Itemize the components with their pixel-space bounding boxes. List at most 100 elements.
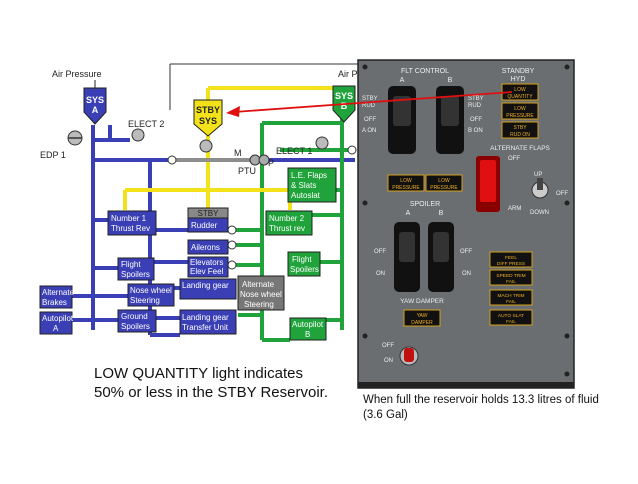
svg-text:ON: ON [462, 271, 471, 277]
red-arrow [226, 91, 513, 117]
svg-text:A: A [406, 210, 411, 217]
ground-spoilers-box: Ground Spoilers [117, 309, 157, 333]
svg-text:LOW: LOW [514, 87, 526, 93]
svg-text:Thrust Rev: Thrust Rev [111, 224, 150, 233]
svg-text:Spoilers: Spoilers [121, 270, 150, 279]
svg-text:ARM: ARM [508, 206, 521, 212]
svg-text:LOW: LOW [438, 178, 450, 184]
svg-text:Elevators: Elevators [190, 258, 223, 267]
flight-spoilers-a-box: Flight Spoilers [117, 257, 155, 281]
stby-sys-label-2: SYS [199, 116, 217, 126]
sys-b-label-1: SYS [335, 91, 353, 101]
svg-text:YAW DAMPER: YAW DAMPER [400, 298, 444, 305]
svg-text:FEEL: FEEL [505, 255, 517, 261]
svg-text:RUD ON: RUD ON [510, 132, 530, 138]
alt-nose-box: Alternate Nose wheel Steering [237, 275, 285, 311]
alt-brakes-box: Alternate Brakes [39, 285, 75, 309]
svg-text:OFF: OFF [460, 249, 472, 255]
mach-trim-fail-light: MACH TRIM FAIL [489, 289, 533, 306]
svg-text:OFF: OFF [508, 156, 520, 162]
svg-text:Thrust rev: Thrust rev [269, 224, 305, 233]
yaw-damper-light: YAW DAMPER [403, 309, 441, 327]
svg-text:Steering: Steering [130, 296, 160, 305]
svg-text:STBY: STBY [362, 96, 378, 102]
flt-control-a-switch[interactable] [388, 86, 416, 154]
svg-text:FAIL: FAIL [506, 279, 516, 285]
svg-text:Landing gear: Landing gear [182, 281, 229, 290]
flight-spoilers-b-box: Flight Spoilers [287, 251, 321, 277]
svg-text:B: B [305, 330, 310, 339]
spoiler-a-switch[interactable] [394, 222, 420, 292]
stby-sys-label-1: STBY [196, 105, 220, 115]
caption-low-quantity: LOW QUANTITY light indicates 50% or less… [94, 365, 328, 401]
svg-text:QUANTITY: QUANTITY [507, 94, 533, 100]
stby-column: STBY [187, 207, 229, 219]
flt-control-label: FLT CONTROL [401, 68, 449, 75]
svg-text:A: A [400, 77, 405, 84]
svg-text:Steering: Steering [244, 300, 274, 309]
svg-text:Spoilers: Spoilers [290, 265, 319, 274]
ailerons-box: Ailerons [187, 239, 229, 255]
svg-text:B ON: B ON [468, 128, 483, 134]
svg-text:PRESSURE: PRESSURE [430, 185, 458, 191]
alternate-flaps-arm-switch[interactable] [476, 156, 500, 212]
autopilot-a-box: Autopilot A [39, 311, 74, 335]
svg-text:Flight: Flight [292, 255, 312, 264]
svg-text:Spoilers: Spoilers [121, 322, 150, 331]
le-flaps-box: L.E. Flaps & Slats Autoslat [287, 167, 337, 203]
ptu-p-label: P [268, 158, 274, 168]
spoiler-b-switch[interactable] [428, 222, 454, 292]
stby-pump [199, 139, 213, 153]
svg-text:PRESSURE: PRESSURE [392, 185, 420, 191]
flt-control-b-switch[interactable] [436, 86, 464, 154]
svg-text:FAIL: FAIL [506, 299, 516, 305]
svg-text:FAIL: FAIL [506, 319, 516, 325]
valves [145, 145, 357, 270]
auto-slat-fail-light: AUTO SLAT FAIL [489, 309, 533, 326]
feel-diff-press-light: FEEL DIFF PRESS [489, 251, 533, 268]
svg-text:ON: ON [384, 358, 393, 364]
svg-text:RUD: RUD [468, 103, 482, 109]
sys-a-reservoir: SYS A [83, 87, 107, 125]
svg-text:UP: UP [534, 172, 542, 178]
svg-text:PRESSURE: PRESSURE [506, 113, 534, 119]
low-pressure-light-b: LOW PRESSURE [425, 174, 463, 192]
svg-text:Nose wheel: Nose wheel [240, 290, 282, 299]
autopilot-b-box: Autopilot B [289, 317, 327, 341]
svg-text:ALTERNATE FLAPS: ALTERNATE FLAPS [490, 145, 550, 152]
svg-text:STBY: STBY [198, 209, 220, 218]
svg-text:STBY: STBY [468, 96, 484, 102]
svg-text:Autopilot: Autopilot [42, 314, 74, 323]
svg-text:ON: ON [376, 271, 385, 277]
ptu-m-label: M [234, 148, 242, 158]
stby-reservoir: STBY SYS [193, 99, 223, 137]
caption-reservoir-capacity: When full the reservoir holds 13.3 litre… [363, 394, 599, 421]
svg-text:LOW: LOW [400, 178, 412, 184]
alternate-flaps-toggle[interactable] [531, 178, 549, 199]
speed-trim-fail-light: SPEED TRIM FAIL [489, 269, 533, 286]
svg-text:DIFF PRESS: DIFF PRESS [497, 261, 525, 267]
yaw-damper-switch[interactable] [399, 346, 419, 366]
svg-text:& Slats: & Slats [291, 181, 316, 190]
svg-text:HYD: HYD [511, 76, 526, 83]
sys-b-label-2: B [341, 101, 348, 111]
svg-text:Flight: Flight [121, 260, 141, 269]
low-pressure-light-a: LOW PRESSURE [387, 174, 425, 192]
svg-text:Number 2: Number 2 [269, 214, 305, 223]
ptu-label: PTU [238, 166, 256, 176]
nose-wheel-box: Nose wheel Steering [127, 283, 175, 307]
svg-text:SPEED TRIM: SPEED TRIM [496, 273, 525, 279]
elect2-label: ELECT 2 [128, 119, 164, 129]
sys-a-label-2: A [92, 105, 99, 115]
landing-gear-box: Landing gear [179, 278, 237, 300]
svg-text:L.E. Flaps: L.E. Flaps [291, 171, 327, 180]
elect2-pump [131, 128, 145, 142]
svg-text:Transfer Unit: Transfer Unit [182, 323, 229, 332]
hydraulic-panel: FLT CONTROL A B STANDBY HYD STBY RUD OFF… [357, 59, 575, 389]
edp1-pump [67, 130, 83, 146]
svg-text:LOW: LOW [514, 106, 526, 112]
svg-text:Number 1: Number 1 [111, 214, 147, 223]
thrust-rev-2-box: Number 2 Thrust rev [265, 210, 313, 236]
